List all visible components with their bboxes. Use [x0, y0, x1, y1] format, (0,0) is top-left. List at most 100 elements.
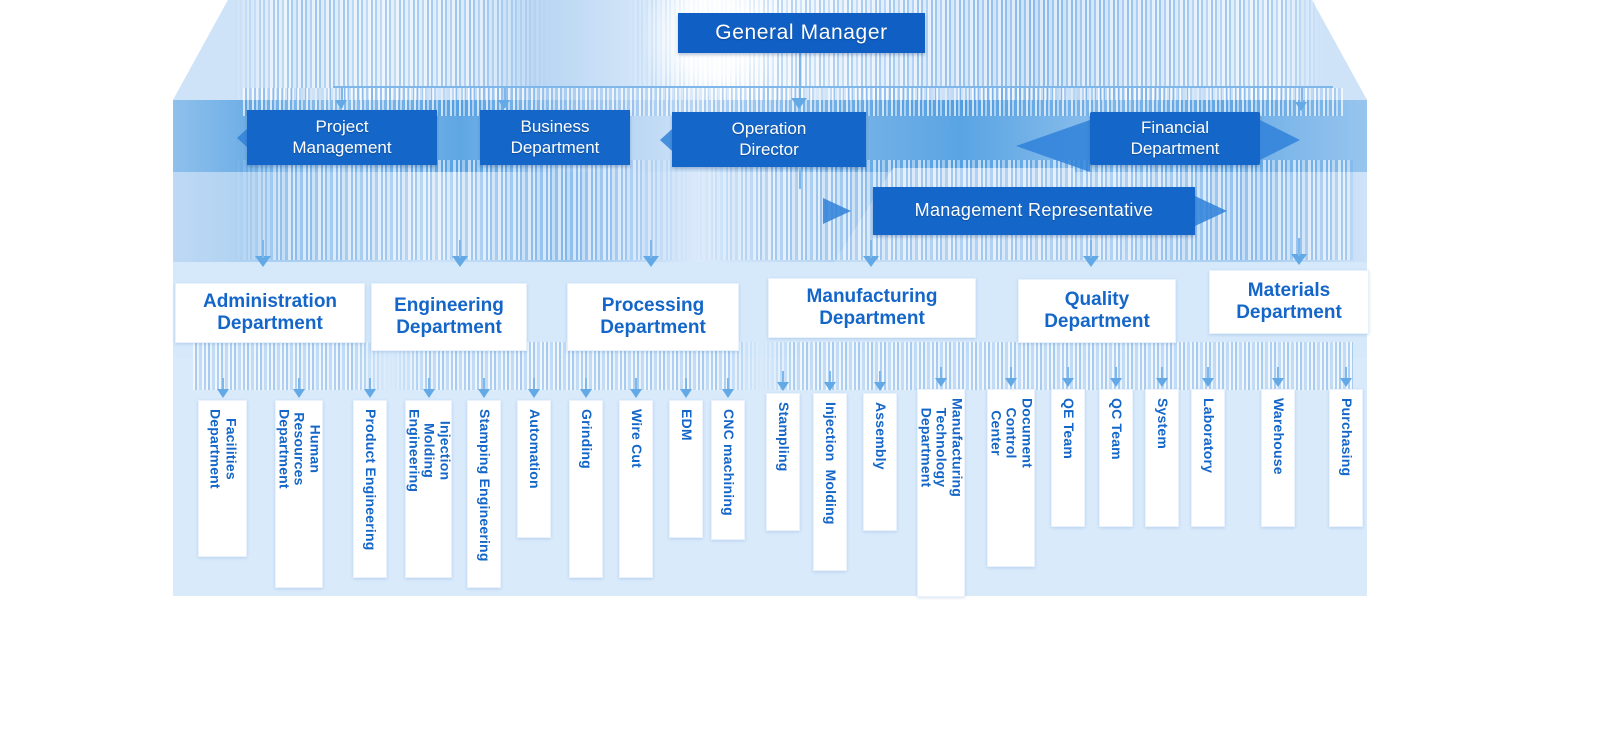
org-chart: General Manager Project Management Busin… [173, 0, 1369, 597]
subunit-human-resources-department[interactable]: Human Resources Department [275, 400, 323, 588]
arrow-to-subunit [216, 389, 229, 398]
arrow-to-engineering-department [452, 256, 468, 267]
arrow-to-subunit [630, 389, 642, 398]
connector-subunit-stem [1067, 367, 1069, 381]
connector-subunit-stem [879, 371, 881, 385]
dept-materials-department-label: Materials Department [1236, 280, 1342, 323]
connector-gm-stem [799, 52, 801, 104]
arrow-to-subunit [935, 378, 947, 387]
node-general-manager[interactable]: General Manager [678, 13, 925, 53]
dept-administration-department[interactable]: Administration Department [175, 283, 365, 343]
subunit-warehouse[interactable]: Warehouse [1261, 389, 1295, 527]
dept-quality-department[interactable]: Quality Department [1018, 279, 1176, 343]
dept-processing-department-label: Processing Department [600, 295, 706, 338]
subunit-document-control-center[interactable]: Document Control Center [987, 389, 1035, 567]
connector-manufacturing-stem [870, 240, 872, 258]
subunit-qc-team-label: QC Team [1108, 398, 1125, 460]
arrow-to-subunit [528, 389, 540, 398]
dept-administration-department-label: Administration Department [202, 291, 338, 334]
arrow-to-subunit [824, 382, 836, 391]
wing-financial-left [1016, 120, 1090, 172]
node-project-management-label: Project Management [292, 117, 392, 157]
node-project-management[interactable]: Project Management [247, 110, 437, 165]
subunit-laboratory-label: Laboratory [1200, 398, 1217, 474]
wing-financial-right [1260, 120, 1300, 160]
node-business-department[interactable]: Business Department [480, 110, 630, 165]
dept-processing-department[interactable]: Processing Department [567, 283, 739, 351]
connector-subunit-stem [369, 378, 371, 392]
connector-administration-stem [262, 240, 264, 258]
subunit-facilities-department-label: Facilities Department [207, 409, 240, 489]
subunit-warehouse-label: Warehouse [1270, 398, 1287, 475]
subunit-system[interactable]: System [1145, 389, 1179, 527]
subunit-product-engineering[interactable]: Product Engineering [353, 400, 387, 578]
arrow-to-subunit [580, 389, 592, 398]
subunit-purchasing-label: Purchasing [1338, 398, 1355, 477]
connector-processing-stem [650, 240, 652, 258]
dept-materials-department[interactable]: Materials Department [1209, 270, 1369, 334]
dept-engineering-department[interactable]: Engineering Department [371, 283, 527, 351]
connector-subunit-stem [483, 378, 485, 392]
subunit-facilities-department[interactable]: Facilities Department [198, 400, 247, 557]
subunit-assembly[interactable]: Assembly [863, 393, 897, 531]
subunit-wire-cut[interactable]: Wire Cut [619, 400, 653, 578]
subunit-qe-team[interactable]: QE Team [1051, 389, 1085, 527]
subunit-wire-cut-label: Wire Cut [628, 409, 645, 469]
connector-materials-stem [1298, 238, 1300, 256]
subunit-stamping-engineering[interactable]: Stamping Engineering [467, 400, 501, 588]
arrow-to-subunit [1272, 378, 1284, 387]
arrow-to-processing-department [643, 256, 659, 267]
dept-manufacturing-department[interactable]: Manufacturing Department [768, 278, 976, 338]
connector-subunit-stem [1345, 367, 1347, 381]
arrow-to-subunit [478, 389, 490, 398]
connector-subunit-stem [427, 378, 430, 392]
subunit-human-resources-department-label: Human Resources Department [276, 409, 323, 489]
subunit-edm-label: EDM [678, 409, 695, 441]
facet-right [1247, 0, 1367, 100]
arrow-to-business-department [498, 100, 510, 109]
arrow-to-manufacturing-department [863, 256, 879, 267]
connector-gm-to-project [341, 86, 343, 108]
arrow-to-project-management [335, 100, 347, 109]
subunit-injection-molding[interactable]: Injection Molding [813, 393, 847, 571]
connector-gm-to-financial [1301, 86, 1303, 110]
connector-subunit-stem [585, 378, 587, 392]
subunit-edm[interactable]: EDM [669, 400, 703, 538]
connector-engineering-stem [459, 240, 461, 258]
stripe-texture-four [193, 342, 1353, 390]
arrow-to-subunit [293, 389, 305, 398]
node-financial-department-label: Financial Department [1130, 118, 1220, 158]
arrow-to-subunit [722, 389, 734, 398]
connector-gm-bus [333, 86, 1333, 88]
subunit-automation[interactable]: Automation [517, 400, 551, 538]
subunit-manufacturing-technology-department[interactable]: Manufacturing Technology Department [917, 389, 965, 597]
dept-engineering-department-label: Engineering Department [394, 295, 504, 338]
node-operation-director-label: Operation Director [731, 119, 807, 159]
node-management-representative[interactable]: Management Representative [873, 187, 1195, 235]
subunit-manufacturing-technology-department-label: Manufacturing Technology Department [918, 398, 965, 498]
subunit-injection-molding-engineering[interactable]: Injection Molding Engineering [405, 400, 452, 578]
arrow-to-subunit [1062, 378, 1074, 387]
arrow-to-materials-department [1291, 254, 1307, 265]
subunit-cnc-machining[interactable]: CNC machining [711, 400, 745, 540]
subunit-grinding[interactable]: Grinding [569, 400, 603, 578]
subunit-stamping-engineering-label: Stamping Engineering [476, 409, 493, 562]
connector-subunit-stem [1207, 367, 1209, 381]
subunit-cnc-machining-label: CNC machining [720, 409, 737, 516]
subunit-laboratory[interactable]: Laboratory [1191, 389, 1225, 527]
arrow-to-quality-department [1083, 256, 1099, 267]
arrow-to-operation-director [791, 98, 807, 109]
subunit-purchasing[interactable]: Purchasing [1329, 389, 1363, 527]
subunit-qc-team[interactable]: QC Team [1099, 389, 1133, 527]
connector-gm-to-business [504, 86, 506, 108]
node-operation-director[interactable]: Operation Director [672, 112, 866, 167]
connector-subunit-stem [1115, 367, 1117, 381]
subunit-document-control-center-label: Document Control Center [988, 398, 1035, 469]
connector-subunit-stem [685, 378, 687, 392]
connector-subunit-stem [1010, 367, 1012, 381]
subunit-stampling[interactable]: Stampling [766, 393, 800, 531]
node-financial-department[interactable]: Financial Department [1090, 112, 1260, 165]
subunit-assembly-label: Assembly [872, 402, 889, 470]
subunit-grinding-label: Grinding [578, 409, 595, 469]
wing-mr-right [1195, 196, 1227, 226]
